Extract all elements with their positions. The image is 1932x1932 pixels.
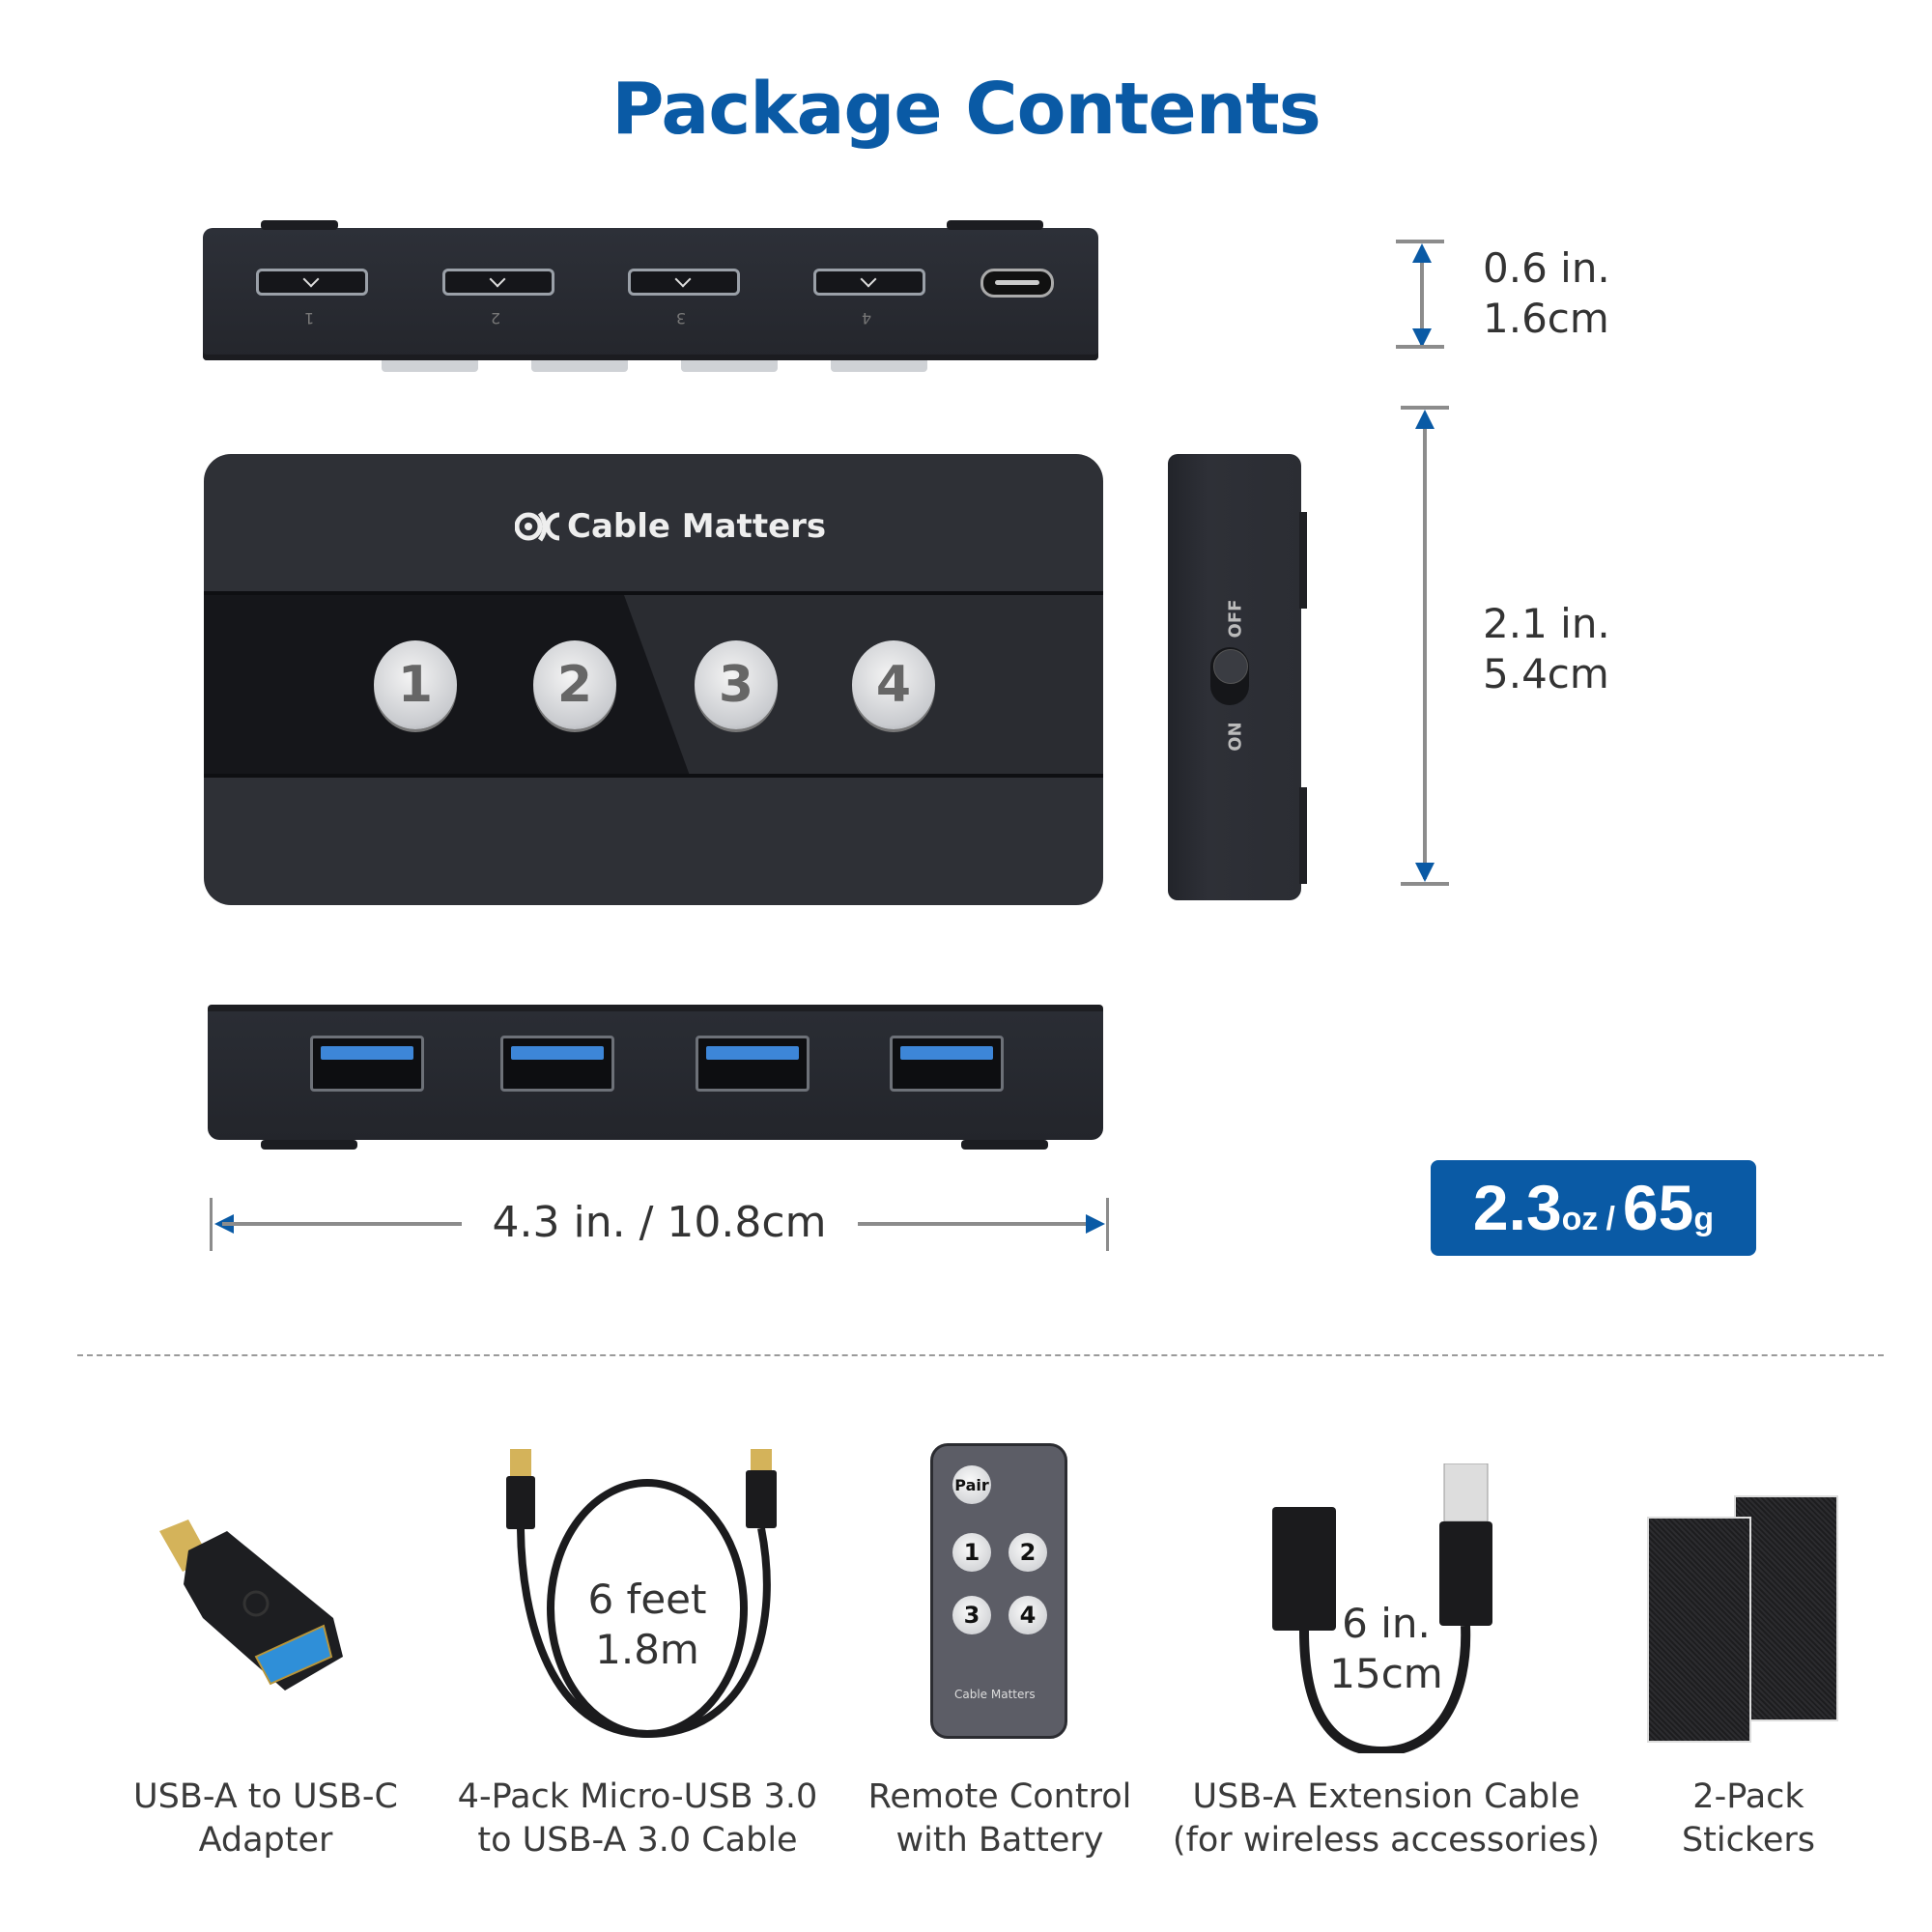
port-select-button-1: 1 xyxy=(374,640,457,729)
remote-control: Pair 1 2 3 4 Cable Matters xyxy=(930,1443,1067,1739)
weight-separator: / xyxy=(1605,1201,1615,1237)
power-switch-icon xyxy=(1210,647,1249,705)
usb-a-port-icon xyxy=(310,1036,424,1092)
label-line2: Adapter xyxy=(198,1821,333,1860)
brand-name: Cable Matters xyxy=(567,507,827,546)
usb-a-port-icon xyxy=(696,1036,810,1092)
weight-g-value: 65 xyxy=(1622,1172,1694,1243)
remote-pair-button: Pair xyxy=(952,1465,991,1504)
switch-off-label: OFF xyxy=(1225,599,1246,639)
dimension-cap xyxy=(210,1198,213,1251)
page-title: Package Contents xyxy=(611,68,1321,151)
rubber-foot xyxy=(961,1140,1048,1150)
side-tab xyxy=(1299,787,1307,884)
arrow-up-icon xyxy=(1412,243,1432,263)
section-divider xyxy=(77,1354,1884,1356)
extension-length-cm: 15cm xyxy=(1329,1650,1443,1697)
rubber-foot xyxy=(947,220,1043,230)
cable-length-meters: 1.8m xyxy=(595,1626,699,1673)
cable-length: 6 feet 1.8m xyxy=(565,1575,729,1675)
sticker xyxy=(1734,1495,1838,1721)
height-cm: 1.6cm xyxy=(1483,295,1609,342)
arrow-right-icon xyxy=(1086,1214,1105,1234)
remote-logo: Cable Matters xyxy=(954,1688,1036,1701)
side-tab xyxy=(1299,512,1307,609)
accessory-label-adapter: USB-A to USB-C Adapter xyxy=(97,1776,435,1862)
brand-logo: Cable Matters xyxy=(515,507,826,546)
cable-length-feet: 6 feet xyxy=(587,1576,707,1623)
micro-usb-port-icon xyxy=(628,269,740,296)
extension-length: 6 in. 15cm xyxy=(1309,1599,1463,1699)
device-side-view: OFF ON xyxy=(1168,454,1307,900)
label-line1: 4-Pack Micro-USB 3.0 xyxy=(457,1777,818,1816)
width-label: 4.3 in. / 10.8cm xyxy=(492,1198,827,1247)
device-front-view xyxy=(208,1005,1103,1150)
weight-oz-value: 2.3 xyxy=(1472,1172,1562,1243)
micro-usb-port-icon xyxy=(813,269,925,296)
accessory-label-stickers: 2-Pack Stickers xyxy=(1633,1776,1864,1862)
depth-in: 2.1 in. xyxy=(1483,600,1610,647)
label-line2: Stickers xyxy=(1681,1821,1816,1860)
port-number: 2 xyxy=(490,309,501,327)
micro-usb-port-icon xyxy=(442,269,554,296)
dimension-cap xyxy=(1401,882,1449,886)
usb-extension-cable-icon xyxy=(1272,1463,1492,1753)
micro-usb-port-icon xyxy=(256,269,368,296)
weight-oz-unit: oz xyxy=(1561,1201,1599,1237)
weight-badge: 2.3 oz / 65 g xyxy=(1431,1160,1756,1256)
label-line1: 2-Pack xyxy=(1692,1777,1804,1816)
arrow-down-icon xyxy=(1415,863,1435,882)
height-in: 0.6 in. xyxy=(1483,244,1610,292)
dimension-cap xyxy=(1106,1198,1109,1251)
glossy-band xyxy=(204,591,1103,778)
label-line2: with Battery xyxy=(895,1821,1104,1860)
arrow-up-icon xyxy=(1415,410,1435,429)
device-top-edge-view: 1 2 3 4 xyxy=(203,220,1098,372)
usb-c-port-icon xyxy=(980,269,1054,298)
label-line2: (for wireless accessories) xyxy=(1172,1821,1601,1860)
dimension-cap xyxy=(1396,240,1444,243)
port-number: 4 xyxy=(861,309,872,327)
remote-button-4: 4 xyxy=(1009,1596,1047,1634)
port-number: 3 xyxy=(675,309,687,327)
arrow-down-icon xyxy=(1412,328,1432,348)
extension-length-in: 6 in. xyxy=(1342,1600,1431,1647)
accessory-label-remote: Remote Control with Battery xyxy=(850,1776,1150,1862)
depth-cm: 5.4cm xyxy=(1483,650,1609,697)
rubber-foot xyxy=(261,220,338,230)
label-line1: USB-A Extension Cable xyxy=(1192,1777,1580,1816)
dimension-cap xyxy=(1396,345,1444,349)
usb-a-port-icon xyxy=(500,1036,614,1092)
micro-usb-cable-icon xyxy=(506,1449,777,1739)
port-select-button-4: 4 xyxy=(852,640,935,729)
sticker xyxy=(1647,1517,1751,1743)
button-nub xyxy=(681,360,778,372)
button-nub xyxy=(531,360,628,372)
switch-on-label: ON xyxy=(1225,722,1246,752)
label-line1: Remote Control xyxy=(867,1777,1132,1816)
remote-button-2: 2 xyxy=(1009,1533,1047,1572)
cable-matters-logo-icon xyxy=(515,511,560,542)
dimension-line xyxy=(858,1222,1099,1226)
dimension-cap xyxy=(1401,406,1449,410)
button-nub xyxy=(831,360,927,372)
weight-g-unit: g xyxy=(1693,1201,1715,1237)
accessory-label-extension: USB-A Extension Cable (for wireless acce… xyxy=(1154,1776,1618,1862)
label-line1: USB-A to USB-C xyxy=(133,1777,398,1816)
dimension-line xyxy=(1420,249,1424,346)
remote-button-1: 1 xyxy=(952,1533,991,1572)
usb-c-adapter-icon xyxy=(159,1520,343,1690)
label-line2: to USB-A 3.0 Cable xyxy=(477,1821,798,1860)
port-number: 1 xyxy=(303,309,315,327)
remote-button-3: 3 xyxy=(952,1596,991,1634)
port-select-button-3: 3 xyxy=(695,640,778,729)
button-nub xyxy=(382,360,478,372)
dimension-line xyxy=(222,1222,462,1226)
device-top-view: Cable Matters 1 2 3 4 xyxy=(204,454,1103,905)
rubber-foot xyxy=(261,1140,357,1150)
usb-a-port-icon xyxy=(890,1036,1004,1092)
accessory-label-cable: 4-Pack Micro-USB 3.0 to USB-A 3.0 Cable xyxy=(440,1776,836,1862)
dimension-line xyxy=(1423,415,1427,879)
port-select-button-2: 2 xyxy=(533,640,616,729)
